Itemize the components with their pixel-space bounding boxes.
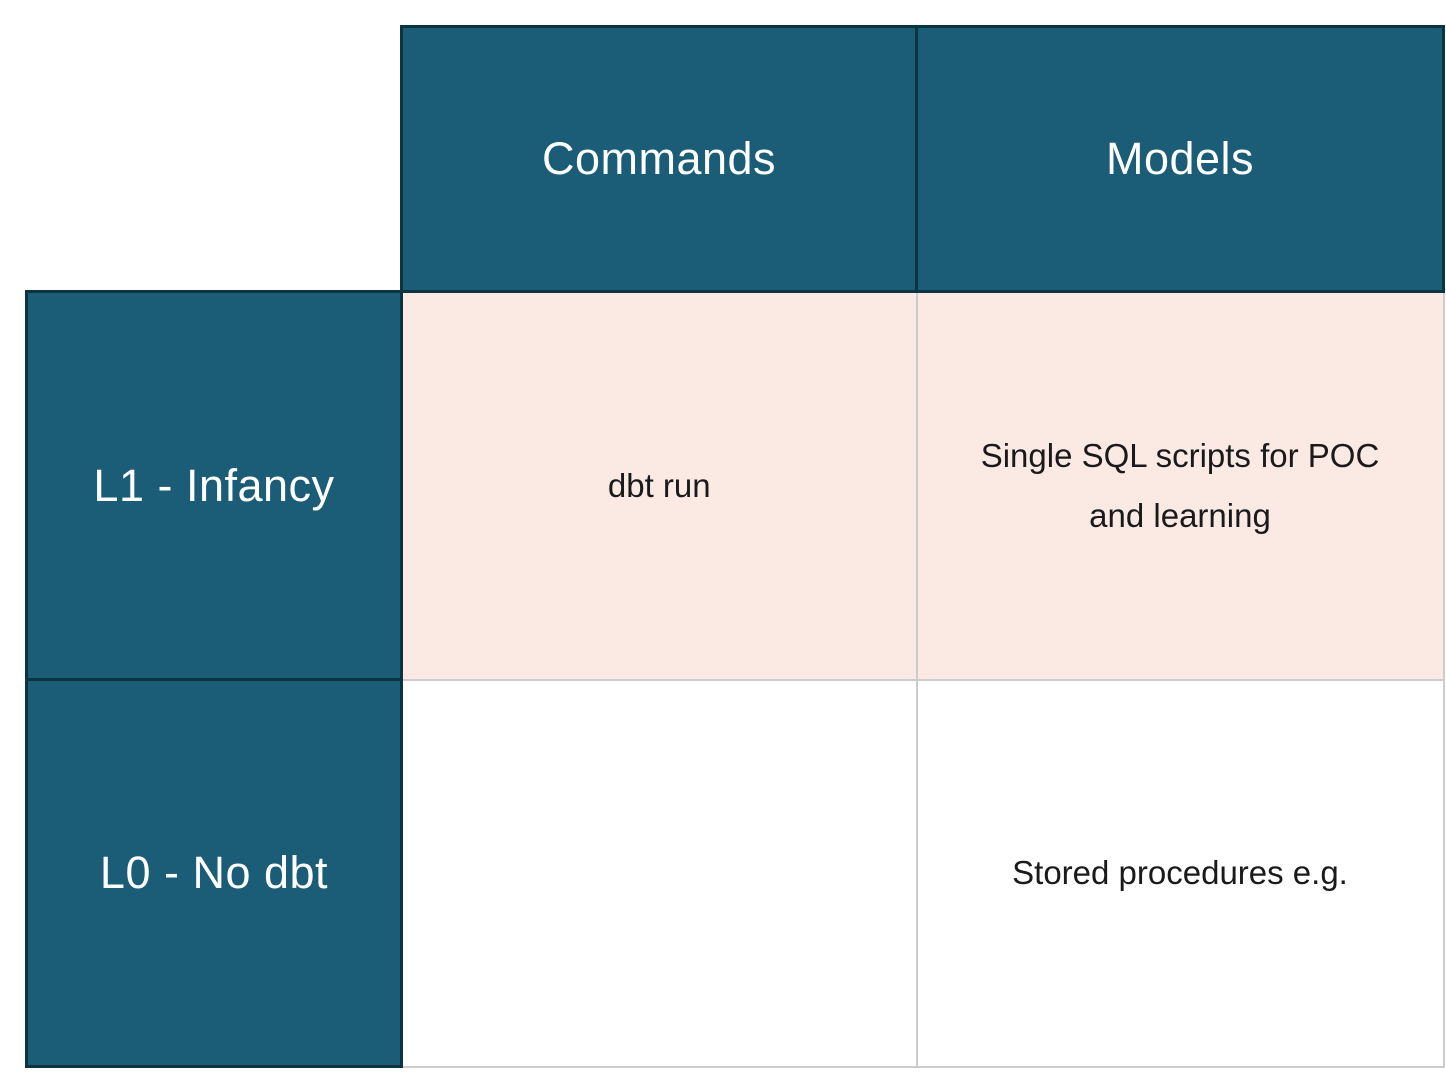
cell-l1-commands: dbt run [400, 290, 918, 681]
column-header-models-label: Models [1105, 133, 1255, 184]
header-row: Commands Models [26, 25, 1445, 293]
row-header-l0-label: L0 - No dbt [99, 847, 329, 898]
column-header-commands-label: Commands [541, 133, 777, 184]
maturity-matrix-table: Commands Models L1 - Infancy dbt run Sin… [25, 25, 1445, 1068]
row-l1-infancy: L1 - Infancy dbt run Single SQL scripts … [25, 290, 1445, 681]
cell-l0-models-text: Stored procedures e.g. [1012, 854, 1348, 892]
row-header-l0-no-dbt: L0 - No dbt [25, 678, 403, 1068]
column-header-commands: Commands [400, 25, 918, 293]
cell-l1-models: Single SQL scripts for POC and learning [915, 290, 1445, 681]
row-header-l1-label: L1 - Infancy [93, 459, 335, 511]
column-header-models: Models [915, 25, 1445, 293]
cell-l1-models-text: Single SQL scripts for POC and learning [980, 437, 1380, 534]
cell-l0-commands [400, 678, 918, 1068]
row-header-l1-infancy: L1 - Infancy [25, 290, 403, 681]
cell-l1-commands-text: dbt run [607, 467, 711, 505]
row-l0-no-dbt: L0 - No dbt Stored procedures e.g. [25, 678, 1445, 1068]
corner-cell [26, 26, 402, 292]
cell-l0-models: Stored procedures e.g. [915, 678, 1445, 1068]
